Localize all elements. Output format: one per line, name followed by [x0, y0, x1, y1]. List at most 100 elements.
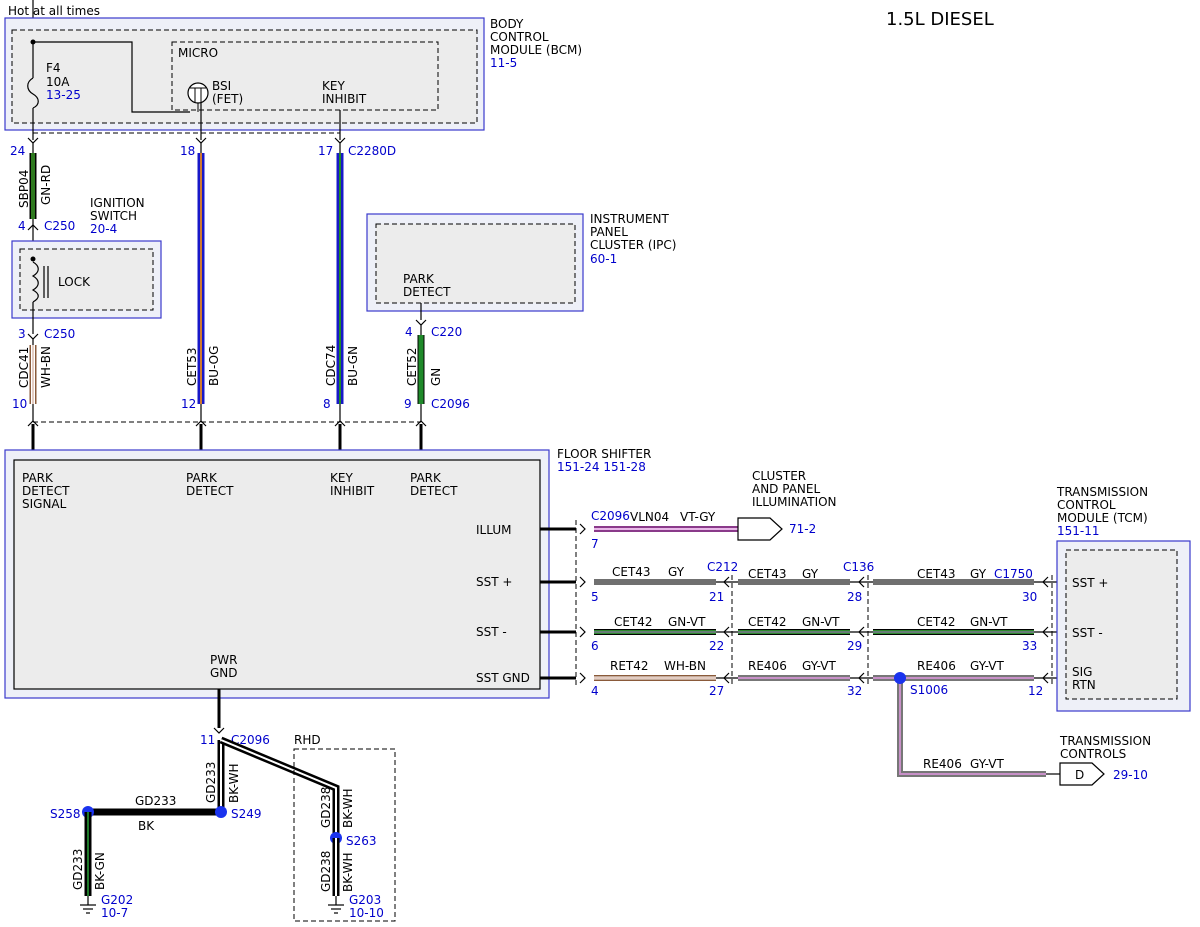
sst-gnd-seg1-color: WH-BN: [664, 659, 706, 673]
g202-ref: 10-7: [101, 906, 128, 920]
gd238-top-circuit: GD238: [319, 787, 333, 828]
bcm-ref: 11-5: [490, 56, 517, 70]
pin-7: 7: [591, 537, 599, 551]
sst-gnd-seg3-circuit: RE406: [917, 659, 956, 673]
ignition-switch: IGNITION SWITCH 20-4 LOCK: [11, 196, 162, 334]
wire-sst-plus: CET43 GY C212 5 21 CET43 GY C136 28 CET4…: [591, 560, 1072, 604]
gd238-bottom-color: BK-WH: [341, 852, 355, 892]
splice-s249-label: S249: [231, 807, 262, 821]
bcm-name-3: MODULE (BCM): [490, 43, 582, 57]
pin-18: 18: [180, 144, 195, 158]
branch-color: GY-VT: [970, 757, 1004, 771]
bcm-key-label: KEY: [322, 79, 345, 93]
sst-plus-seg1-color: GY: [668, 565, 685, 579]
pin-label-sst-minus: SST -: [476, 625, 507, 639]
floor-shifter-name: FLOOR SHIFTER: [557, 447, 651, 461]
gd238-top-color: BK-WH: [341, 788, 355, 828]
ground-circuit: 11 C2096 GD233 BK-WH GD233 BK S249 S258 …: [50, 689, 396, 922]
tcm-ref: 151-11: [1057, 524, 1100, 538]
cluster-illum-name-2: AND PANEL: [752, 482, 820, 496]
wire-sst-gnd: RET42 WH-BN 4 27 RE406 GY-VT 32 RE406 GY…: [591, 659, 1072, 777]
wire-sst-minus: CET42 GN-VT 6 22 CET42 GN-VT 29 CET42 GN…: [591, 615, 1072, 653]
wire-gd238-rhd-stripe: [220, 739, 337, 838]
cluster-illum-ref: 71-2: [789, 522, 816, 536]
trans-controls-ref: 29-10: [1113, 768, 1148, 782]
trans-controls-arrow: [1059, 762, 1105, 786]
wire-re406-branch-stripe: [899, 678, 1046, 775]
pin-3-c250: 3: [18, 327, 26, 341]
connector-c250-top: C250: [44, 219, 75, 233]
sst-minus-seg1-color: GN-VT: [668, 615, 706, 629]
pin-6: 6: [591, 639, 599, 653]
wire-cet52-circuit: CET52: [405, 347, 419, 386]
hot-at-all-times-label: Hot at all times: [8, 4, 100, 18]
ipc-name-2: PANEL: [590, 225, 628, 239]
pin-24: 24: [10, 144, 25, 158]
wire-cet53-color: BU-OG: [207, 346, 221, 386]
bcm-name-1: BODY: [490, 17, 524, 31]
connector-c2280d: C2280D: [348, 144, 396, 158]
connector-c2096-top: C2096: [431, 397, 470, 411]
wire-vln04-color: VT-GY: [680, 510, 716, 524]
connector-c220: C220: [431, 325, 462, 339]
floor-shifter-inner-box: [13, 459, 541, 690]
chevron-7: [579, 523, 586, 535]
fet-symbol: [187, 82, 209, 104]
ipc-name-1: INSTRUMENT: [590, 212, 669, 226]
pin-28: 28: [847, 590, 862, 604]
wire-cdc74-color: BU-GN: [346, 346, 360, 386]
connector-c212: C212: [707, 560, 738, 574]
wire-vln04: C2096 7 VLN04 VT-GY: [591, 509, 738, 551]
pin-label-park-detect-signal-2: DETECT: [22, 484, 70, 498]
sst-plus-seg3-color: GY: [970, 567, 987, 581]
pin-17: 17: [318, 144, 333, 158]
ipc-module: INSTRUMENT PANEL CLUSTER (IPC) 60-1 PARK…: [366, 212, 676, 320]
pin-4-sst-gnd: 4: [591, 684, 599, 698]
trans-controls-name-1: TRANSMISSION: [1059, 734, 1151, 748]
splice-s1006-label: S1006: [910, 683, 948, 697]
bcm-micro-box: [171, 41, 439, 111]
pin-label-illum: ILLUM: [476, 523, 511, 537]
pin-22: 22: [709, 639, 724, 653]
splice-s249: [215, 806, 227, 818]
g203-name: G203: [349, 893, 381, 907]
pin-9: 9: [404, 397, 412, 411]
transmission-controls-ref: TRANSMISSION CONTROLS D 29-10: [1059, 734, 1151, 786]
wire-cet52-color: GN: [429, 368, 443, 386]
pin-32: 32: [847, 684, 862, 698]
pin-30: 30: [1022, 590, 1037, 604]
pin-10: 10: [12, 397, 27, 411]
cluster-illum-name-1: CLUSTER: [752, 469, 806, 483]
chevron-3-c250: [27, 333, 39, 340]
pin-label-sst-plus: SST +: [476, 575, 512, 589]
bcm-micro-label: MICRO: [178, 46, 218, 60]
ignition-ref: 20-4: [90, 222, 117, 236]
chevron-6: [579, 626, 586, 638]
tcm-inner-box: [1065, 549, 1178, 700]
tcm-name-1: TRANSMISSION: [1056, 485, 1148, 499]
rhd-box: [293, 748, 396, 922]
splice-s263-label: S263: [346, 834, 377, 848]
pin-label-key-inhibit-2: INHIBIT: [330, 484, 375, 498]
lock-coil-symbol: [31, 261, 39, 303]
pin-label-park-detect-2b: DETECT: [410, 484, 458, 498]
sst-gnd-seg1-circuit: RET42: [610, 659, 649, 673]
bcm-connector-chevrons: [27, 137, 346, 144]
splice-s258-label: S258: [50, 807, 81, 821]
chevron-4-c220: [415, 319, 427, 326]
chevron-4: [579, 672, 586, 684]
wire-cdc41: 3 C250 CDC41 WH-BN 10: [12, 327, 75, 422]
pin-4-c220: 4: [405, 325, 413, 339]
tcm-name-3: MODULE (TCM): [1057, 511, 1148, 525]
pin-11: 11: [200, 733, 215, 747]
pin-label-park-detect-1a: PARK: [186, 471, 218, 485]
connector-c2096-gnd: C2096: [231, 733, 270, 747]
pin-label-sst-gnd: SST GND: [476, 671, 530, 685]
tcm-name-2: CONTROL: [1057, 498, 1116, 512]
floor-shifter-right-leads: [540, 527, 576, 680]
wire-cdc41-color: WH-BN: [39, 346, 53, 388]
sst-minus-seg1-circuit: CET42: [614, 615, 653, 629]
sst-minus-seg2-color: GN-VT: [802, 615, 840, 629]
bcm-fet-label: (FET): [212, 92, 243, 106]
